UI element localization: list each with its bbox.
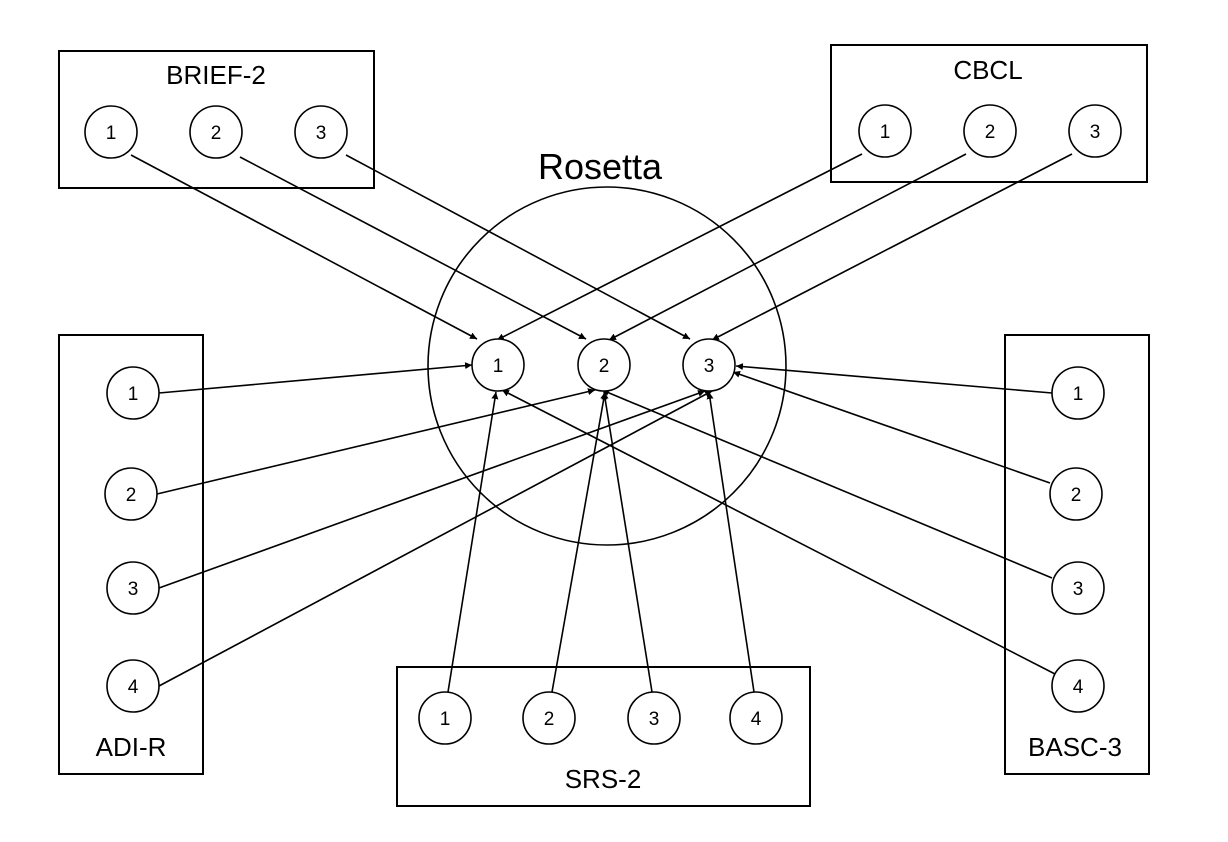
arrow-adir-3-to-rosetta-3: [158, 390, 706, 589]
brief2-node-3-label: 3: [316, 123, 327, 144]
connector-arrows: [130, 153, 1073, 693]
arrow-srs2-4-to-rosetta-3: [706, 391, 755, 693]
cbcl-box: CBCL 1 2 3: [830, 44, 1148, 183]
srs2-node-3: [627, 691, 681, 745]
arrow-brief2-3-to-rosetta-3: [345, 154, 691, 340]
adir-label: ADI-R: [96, 732, 167, 762]
cbcl-node-1: [858, 104, 912, 158]
brief2-node-2-label: 2: [211, 123, 222, 144]
arrow-srs2-3-to-rosetta-2: [601, 391, 653, 693]
basc3-node-3: [1051, 561, 1105, 615]
srs2-node-2: [522, 691, 576, 745]
adir-box: ADI-R 1 2 3 4: [58, 334, 204, 775]
rosetta-title: Rosetta: [538, 146, 663, 187]
srs2-box: SRS-2 1 2 3 4: [396, 666, 811, 807]
cbcl-node-3: [1068, 104, 1122, 158]
basc3-node-2: [1049, 467, 1103, 521]
arrow-basc3-3-to-rosetta-2: [601, 389, 1053, 579]
cbcl-node-2: [963, 104, 1017, 158]
rosetta-node-3: [682, 338, 736, 392]
arrow-cbcl-2-to-rosetta-2: [608, 153, 967, 341]
brief2-node-1: [84, 105, 138, 159]
arrow-adir-1-to-rosetta-1: [158, 362, 473, 394]
arrow-srs2-1-to-rosetta-1: [447, 391, 499, 693]
basc3-node-3-label: 3: [1073, 579, 1084, 600]
brief2-label: BRIEF-2: [166, 60, 266, 90]
cbcl-node-3-label: 3: [1090, 122, 1101, 143]
adir-node-2-label: 2: [126, 485, 137, 506]
arrow-adir-2-to-rosetta-2: [156, 388, 596, 495]
basc3-node-1-label: 1: [1073, 384, 1084, 405]
arrow-basc3-4-to-rosetta-1: [501, 389, 1056, 675]
arrow-cbcl-3-to-rosetta-3: [711, 153, 1073, 341]
brief2-node-2: [189, 105, 243, 159]
cbcl-label: CBCL: [953, 55, 1022, 85]
srs2-node-1: [418, 691, 472, 745]
brief2-box: BRIEF-2 1 2 3: [58, 50, 375, 189]
srs2-label: SRS-2: [565, 764, 642, 794]
srs2-node-2-label: 2: [544, 709, 555, 730]
basc3-box: BASC-3 1 2 3 4: [1004, 334, 1150, 775]
srs2-node-4-label: 4: [751, 709, 762, 730]
basc3-node-4-label: 4: [1073, 677, 1084, 698]
brief2-node-3: [294, 105, 348, 159]
arrow-basc3-1-to-rosetta-3: [735, 363, 1053, 394]
rosetta-node-2-label: 2: [599, 356, 610, 377]
rosetta-circle: [427, 186, 787, 546]
cbcl-node-1-label: 1: [880, 122, 891, 143]
arrow-cbcl-1-to-rosetta-1: [496, 153, 863, 341]
adir-node-3-label: 3: [128, 579, 139, 600]
adir-node-4-label: 4: [128, 677, 139, 698]
arrow-adir-4-to-rosetta-3: [158, 390, 713, 687]
rosetta-node-3-label: 3: [704, 356, 715, 377]
adir-node-1-label: 1: [128, 384, 139, 405]
rosetta-node-2: [577, 338, 631, 392]
rosetta-node-1: [471, 338, 525, 392]
srs2-node-4: [729, 691, 783, 745]
brief2-node-1-label: 1: [106, 123, 117, 144]
arrow-brief2-2-to-rosetta-2: [239, 156, 587, 340]
arrow-brief2-1-to-rosetta-1: [130, 154, 478, 340]
basc3-node-2-label: 2: [1071, 485, 1082, 506]
arrow-srs2-2-to-rosetta-2: [551, 391, 608, 693]
rosetta-nodes: 1 2 3: [471, 338, 736, 392]
rosetta-hub: Rosetta: [427, 146, 787, 546]
srs2-node-3-label: 3: [649, 709, 660, 730]
arrow-basc3-2-to-rosetta-3: [732, 371, 1051, 484]
srs2-node-1-label: 1: [440, 709, 451, 730]
basc3-node-4: [1051, 659, 1105, 713]
cbcl-node-2-label: 2: [985, 122, 996, 143]
basc3-label: BASC-3: [1028, 732, 1122, 762]
rosetta-node-1-label: 1: [493, 356, 504, 377]
